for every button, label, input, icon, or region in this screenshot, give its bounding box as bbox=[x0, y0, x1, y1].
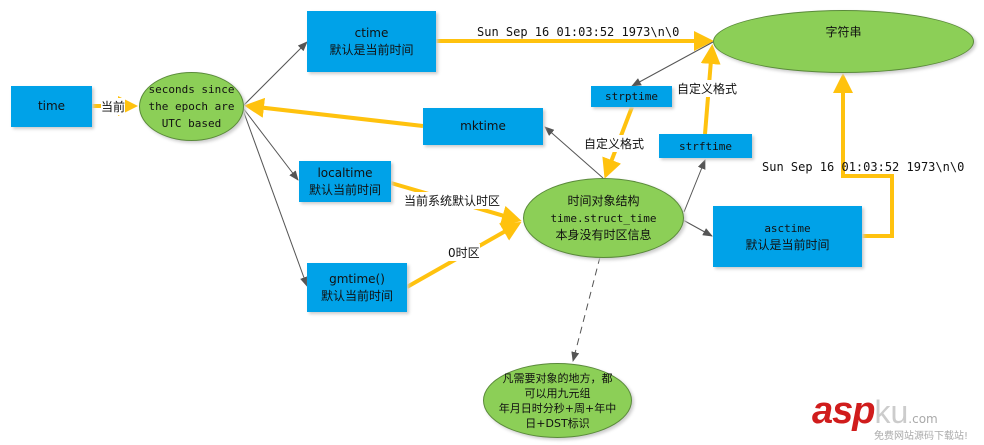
watermark-logo: aspku.com 免费网站源码下载站! bbox=[812, 390, 968, 442]
node-string: 字符串 bbox=[713, 10, 974, 73]
node-label: UTC based bbox=[161, 117, 222, 130]
node-strptime: strptime bbox=[591, 86, 672, 107]
node-struct-time: 时间对象结构 time.struct_time 本身没有时区信息 bbox=[523, 178, 684, 258]
node-mktime: mktime bbox=[423, 108, 543, 145]
edge-asctime-string bbox=[833, 73, 894, 238]
node-time: time bbox=[11, 86, 92, 127]
node-label: mktime bbox=[460, 119, 506, 133]
node-label: the epoch are bbox=[148, 100, 235, 113]
node-label: ctime bbox=[354, 25, 389, 40]
edge-label-asctime-output: Sun Sep 16 01:03:52 1973\n\0 bbox=[762, 160, 965, 174]
node-label: 日+DST标识 bbox=[525, 416, 590, 430]
node-label: 凡需要对象的地方，都 bbox=[502, 371, 613, 385]
node-gmtime: gmtime() 默认当前时间 bbox=[307, 263, 407, 312]
edge-mktime-seconds bbox=[244, 97, 424, 128]
logo-brand-2: ku bbox=[874, 394, 909, 430]
node-label: gmtime() bbox=[329, 271, 385, 286]
logo-slogan: 免费网站源码下载站! bbox=[874, 431, 969, 442]
edge-struct-asctime bbox=[682, 219, 713, 237]
node-label: 时间对象结构 bbox=[567, 193, 640, 208]
edge-label-ctime-output: Sun Sep 16 01:03:52 1973\n\0 bbox=[477, 25, 680, 39]
node-ctime: ctime 默认是当前时间 bbox=[307, 11, 436, 72]
node-asctime: asctime 默认是当前时间 bbox=[713, 206, 862, 267]
node-label: 默认是当前时间 bbox=[329, 42, 414, 57]
node-label: asctime bbox=[764, 221, 811, 235]
logo-brand: asp bbox=[812, 390, 875, 432]
edge-seconds-localtime bbox=[242, 107, 299, 181]
node-label: 年月日时分秒+周+年中 bbox=[498, 401, 617, 415]
node-label: 字符串 bbox=[825, 25, 862, 39]
edge-seconds-ctime bbox=[242, 41, 308, 107]
edge-struct-mktime bbox=[544, 126, 604, 179]
node-label: 可以用九元组 bbox=[524, 386, 591, 400]
node-seconds-since-epoch: seconds since the epoch are UTC based bbox=[139, 72, 244, 141]
node-label: time.struct_time bbox=[550, 211, 657, 225]
edge-label-utc-timezone: 0时区 bbox=[448, 244, 480, 261]
edge-struct-strftime bbox=[683, 159, 706, 213]
logo-domain: .com bbox=[908, 412, 938, 426]
edge-string-strptime bbox=[631, 41, 714, 87]
node-strftime: strftime bbox=[659, 134, 752, 158]
edge-label-current: 当前 bbox=[101, 98, 126, 115]
edge-struct-tuple bbox=[571, 256, 601, 362]
node-label: localtime bbox=[317, 165, 373, 180]
node-label: time bbox=[37, 99, 66, 113]
edge-label-strptime-format: 自定义格式 bbox=[584, 135, 645, 152]
node-label: strftime bbox=[679, 139, 732, 153]
node-nine-tuple: 凡需要对象的地方，都 可以用九元组 年月日时分秒+周+年中 日+DST标识 bbox=[483, 363, 632, 438]
node-label: 默认是当前时间 bbox=[745, 237, 830, 252]
node-localtime: localtime 默认当前时间 bbox=[299, 161, 391, 202]
node-label: 本身没有时区信息 bbox=[555, 227, 652, 242]
node-label: 默认当前时间 bbox=[308, 182, 381, 197]
edge-label-local-timezone: 当前系统默认时区 bbox=[404, 192, 501, 209]
node-label: strptime bbox=[605, 90, 658, 103]
node-label: 默认当前时间 bbox=[320, 288, 393, 303]
node-label: seconds since bbox=[148, 83, 235, 96]
edge-label-strftime-format: 自定义格式 bbox=[677, 80, 738, 97]
edge-seconds-gmtime bbox=[242, 109, 308, 287]
